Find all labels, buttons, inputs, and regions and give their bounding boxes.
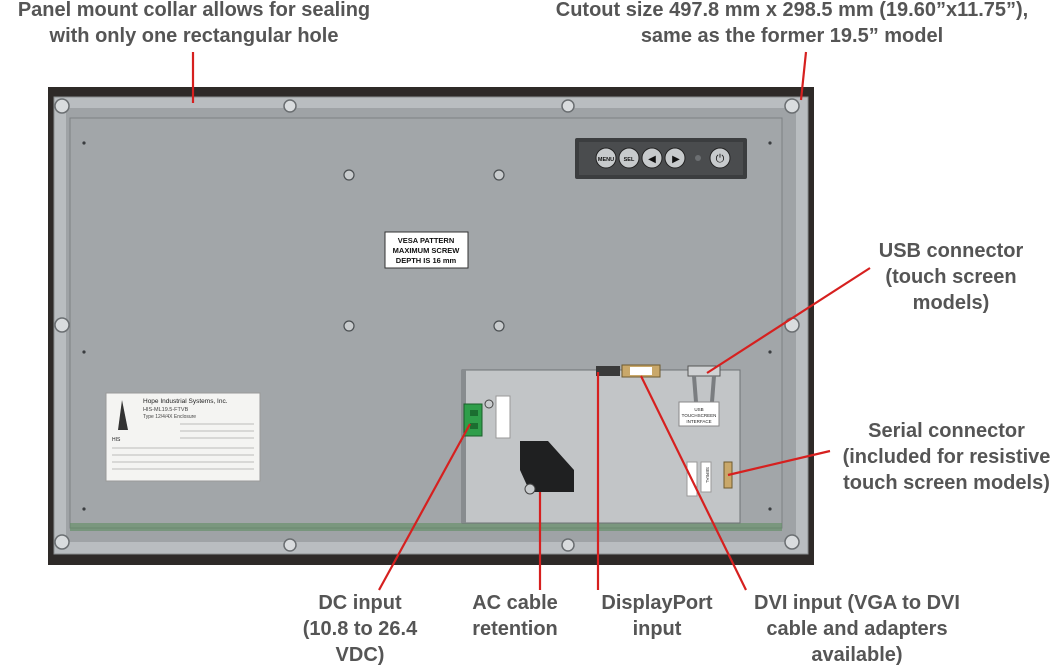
collar-callout-line: with only one rectangular hole [49,25,339,47]
sel-button-label: SEL [624,157,635,163]
osd-buttons [595,147,731,169]
displayport-callout: DisplayPort input [583,590,731,642]
left-button[interactable] [641,147,663,169]
displayport-connector [596,366,620,376]
dvi-callout-line: available) [811,644,903,666]
power-icon: ⏻ [716,152,725,165]
vesa-label-line: DEPTH IS 16 mm [396,256,457,265]
usb-label-tag [678,401,720,427]
vesa-label-line: MAXIMUM SCREW [393,246,461,255]
usb-callout-line: models) [912,292,990,314]
usb-connector [687,365,721,377]
usb-tag-text: INTERFACE [686,419,711,424]
serial-callout: Serial connector (included for resistive… [830,418,1063,496]
dc-leader-line [378,423,471,591]
product-label-type: Type 12/4/4X Enclosure [143,414,196,420]
stud [784,534,800,550]
serial-tag-text: SERIAL [705,467,710,484]
sel-button[interactable] [618,147,640,169]
screw [493,169,505,181]
collar-callout-line: Panel mount collar allows for sealing [17,0,371,21]
usb-callout-line: (touch screen [885,266,1017,288]
ac-callout-line: retention [472,618,558,640]
screw [343,169,355,181]
cutout-callout-line: same as the former 19.5” model [640,25,944,47]
ac-callout-line: AC cable [472,592,558,614]
stud [561,99,575,113]
product-label-fine-print [112,423,254,470]
cutout-callout-line: Cutout size 497.8 mm x 298.5 mm (19.60”x… [555,0,1029,21]
displayport-callout-line: DisplayPort [601,592,713,614]
ground-screw [484,399,494,409]
screw [343,320,355,332]
usb-callout: USB connector (touch screen models) [858,238,1044,316]
vesa-label [384,231,469,269]
product-label-model: HIS-ML19.5-FTVB [143,407,189,413]
panel-bottom-seal [70,523,782,531]
usb-tag-text: TOUCHSCREEN [682,413,717,418]
usb-callout-line: USB connector [878,240,1024,262]
right-arrow-icon: ▶ [672,154,680,165]
menu-button[interactable] [595,147,617,169]
lighthouse-logo [118,400,128,430]
stud [283,99,297,113]
product-label [105,392,261,482]
dvi-leader-line [640,375,747,591]
serial-callout-line: (included for resistive [842,446,1051,468]
collar-callout: Panel mount collar allows for sealing wi… [0,0,388,49]
menu-button-label: MENU [598,157,614,163]
dvi-callout: DVI input (VGA to DVI cable and adapters… [736,590,978,668]
vesa-screws [343,169,505,332]
right-button[interactable] [664,147,686,169]
dc-callout: DC input (10.8 to 26.4 VDC) [285,590,435,668]
left-arrow-icon: ◀ [648,154,656,165]
power-button[interactable] [709,147,731,169]
serial-callout-line: touch screen models) [843,472,1050,494]
stud [54,98,70,114]
usb-leader-line [706,267,871,374]
serial-leader-line [727,449,831,477]
serial-callout-line: Serial connector [868,420,1025,442]
displayport-callout-line: input [632,618,682,640]
usb-tag-text: USB [694,407,703,412]
dvi-callout-line: DVI input (VGA to DVI [754,592,960,614]
cutout-leader-line [799,51,808,101]
dc-callout-line: DC input [318,592,402,614]
product-label-company: Hope Industrial Systems, Inc. [143,398,228,405]
panel-holes [82,141,772,511]
product-label-logo-text: HIS [112,437,121,443]
stud [54,534,70,550]
stud [283,538,297,552]
ac-cable-retention-clip [520,441,574,492]
cutout-callout: Cutout size 497.8 mm x 298.5 mm (19.60”x… [524,0,1060,49]
stud [561,538,575,552]
screw [493,320,505,332]
stud [54,317,70,333]
dc-callout-line: VDC) [335,644,385,666]
stud [784,98,800,114]
leader-lines [191,51,871,591]
dvi-callout-line: cable and adapters [766,618,948,640]
dc-callout-line: (10.8 to 26.4 [302,618,418,640]
connector-recess [461,369,741,524]
power-led [695,155,701,161]
ac-callout: AC cable retention [455,590,575,642]
vesa-label-line: VESA PATTERN [398,236,455,245]
